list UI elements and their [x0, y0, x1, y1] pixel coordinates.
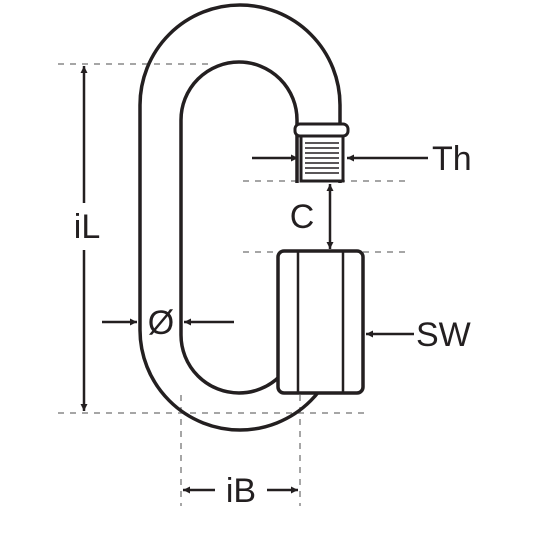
spanner-width-label: SW — [416, 316, 471, 354]
dimension-extension-lines — [58, 63, 405, 506]
nut-outline — [276, 249, 365, 395]
thread-lines — [305, 142, 339, 174]
thread-collar — [293, 122, 350, 138]
threaded-end — [293, 122, 350, 183]
diameter-label: Ø — [148, 304, 174, 342]
gap-label: C — [290, 198, 315, 236]
thread-label: Th — [432, 140, 472, 178]
inner-width-label: iB — [226, 472, 256, 510]
hex-sleeve-nut — [276, 249, 365, 395]
link-gap — [291, 183, 347, 250]
inner-length-label: iL — [74, 208, 100, 246]
